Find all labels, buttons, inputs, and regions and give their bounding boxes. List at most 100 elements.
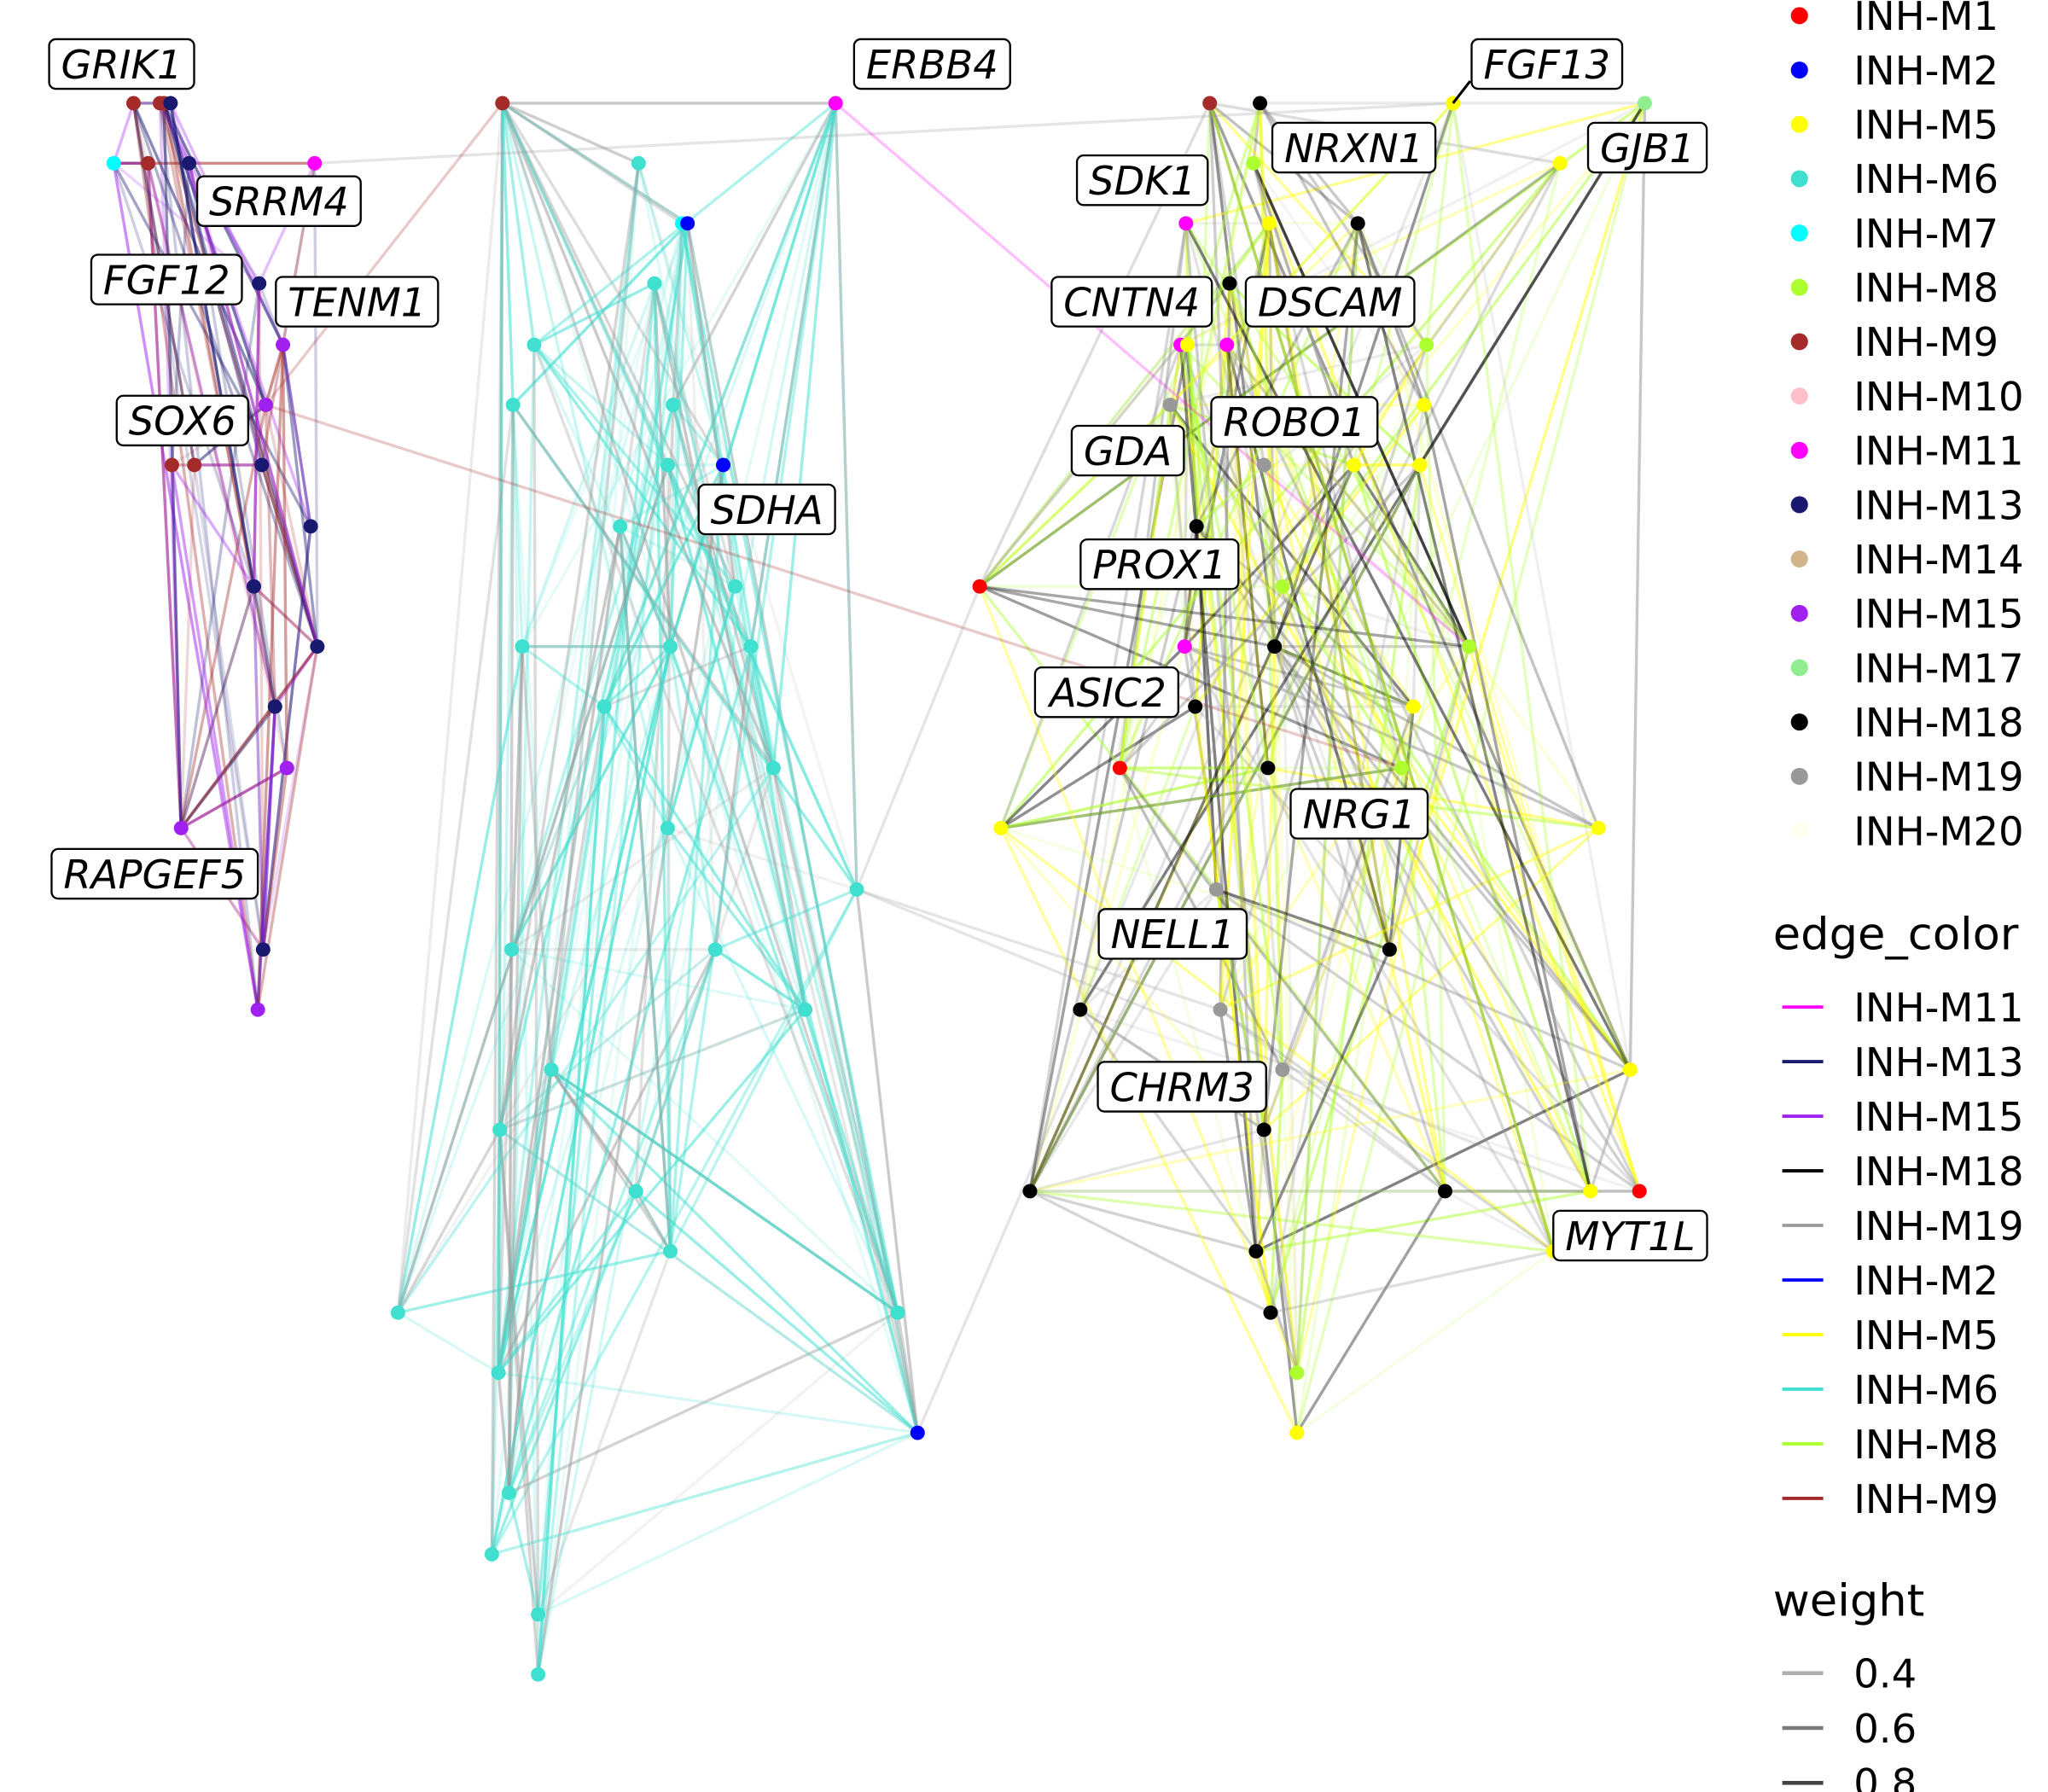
gene-node[interactable] (1289, 1365, 1305, 1381)
gene-node[interactable] (276, 337, 291, 352)
gene-node[interactable] (613, 519, 628, 534)
gene-node[interactable] (1583, 1184, 1598, 1199)
gene-node[interactable] (1461, 639, 1476, 655)
gene-node[interactable] (491, 1365, 506, 1381)
gene-node[interactable] (1260, 760, 1276, 776)
gene-node[interactable] (258, 398, 273, 412)
gene-node[interactable] (890, 1305, 905, 1320)
gene-node[interactable] (106, 155, 121, 171)
gene-node[interactable] (1208, 881, 1224, 897)
gene-node[interactable] (246, 579, 262, 594)
gene-node[interactable] (531, 1667, 546, 1682)
gene-node[interactable] (663, 639, 678, 655)
gene-node[interactable] (182, 155, 197, 171)
gene-node[interactable] (164, 457, 179, 473)
gene-node[interactable] (492, 1122, 508, 1137)
gene-node[interactable] (1177, 639, 1192, 655)
gene-node[interactable] (993, 820, 1009, 835)
gene-node[interactable] (596, 699, 612, 714)
gene-node[interactable] (310, 639, 325, 655)
gene-node[interactable] (252, 276, 267, 291)
gene-node[interactable] (798, 1002, 813, 1017)
gene-node[interactable] (1405, 699, 1421, 714)
gene-node[interactable] (307, 155, 323, 171)
gene-node[interactable] (1275, 1062, 1290, 1077)
gene-node[interactable] (1289, 1425, 1305, 1440)
gene-node[interactable] (504, 942, 520, 957)
gene-node[interactable] (1632, 1184, 1647, 1199)
gene-node[interactable] (279, 760, 294, 776)
gene-node[interactable] (1552, 155, 1568, 171)
gene-node[interactable] (303, 519, 318, 534)
gene-node[interactable] (1263, 1305, 1278, 1320)
gene-node[interactable] (1073, 1002, 1088, 1017)
gene-node[interactable] (765, 760, 781, 776)
gene-node[interactable] (727, 579, 742, 594)
gene-node[interactable] (141, 155, 156, 171)
gene-node[interactable] (1382, 942, 1397, 957)
gene-node[interactable] (515, 639, 530, 655)
gene-node[interactable] (125, 96, 142, 111)
gene-node[interactable] (1213, 1002, 1228, 1017)
gene-node[interactable] (743, 639, 759, 655)
gene-node[interactable] (715, 457, 731, 473)
gene-node[interactable] (828, 96, 843, 111)
gene-node[interactable] (163, 96, 178, 111)
gene-node[interactable] (1261, 216, 1277, 231)
gene-node[interactable] (1350, 216, 1365, 231)
gene-node[interactable] (660, 457, 675, 473)
gene-node[interactable] (1112, 760, 1127, 776)
gene-node[interactable] (1412, 457, 1428, 473)
network-edge (497, 1372, 511, 1493)
gene-node[interactable] (267, 699, 282, 714)
gene-node[interactable] (1222, 276, 1237, 291)
gene-node[interactable] (1253, 96, 1268, 111)
gene-node[interactable] (666, 398, 681, 412)
gene-node[interactable] (972, 579, 987, 594)
gene-node[interactable] (1179, 337, 1195, 352)
gene-node[interactable] (187, 457, 202, 473)
gene-node[interactable] (1267, 639, 1283, 655)
gene-node[interactable] (1622, 1062, 1638, 1077)
gene-node[interactable] (1246, 155, 1261, 171)
gene-node[interactable] (1189, 519, 1204, 534)
gene-node[interactable] (631, 155, 646, 171)
gene-node[interactable] (849, 881, 864, 897)
gene-node[interactable] (663, 1243, 678, 1259)
gene-node[interactable] (254, 457, 270, 473)
gene-node[interactable] (1202, 96, 1218, 111)
gene-node[interactable] (1248, 1243, 1264, 1259)
gene-node[interactable] (628, 1184, 643, 1199)
gene-node[interactable] (647, 276, 662, 291)
gene-node[interactable] (1437, 1184, 1453, 1199)
gene-node[interactable] (707, 942, 723, 957)
gene-node[interactable] (1637, 96, 1652, 111)
gene-node[interactable] (910, 1425, 925, 1440)
gene-node[interactable] (1347, 457, 1362, 473)
gene-node[interactable] (680, 216, 695, 231)
gene-node[interactable] (1393, 760, 1409, 776)
gene-node[interactable] (1188, 699, 1203, 714)
gene-node[interactable] (527, 337, 542, 352)
gene-node[interactable] (495, 96, 510, 111)
gene-node[interactable] (173, 820, 189, 835)
gene-node[interactable] (390, 1305, 405, 1320)
gene-node[interactable] (544, 1062, 559, 1077)
gene-node[interactable] (1256, 1122, 1271, 1137)
gene-node[interactable] (501, 1486, 517, 1500)
gene-node[interactable] (505, 398, 521, 412)
gene-node[interactable] (1162, 398, 1178, 412)
gene-node[interactable] (1417, 398, 1432, 412)
gene-node[interactable] (1219, 337, 1235, 352)
gene-node[interactable] (1419, 337, 1434, 352)
gene-node[interactable] (1275, 579, 1290, 594)
gene-node[interactable] (484, 1547, 499, 1562)
gene-node[interactable] (255, 942, 271, 957)
gene-node[interactable] (1178, 216, 1194, 231)
gene-node[interactable] (1591, 820, 1606, 835)
gene-node[interactable] (1256, 457, 1271, 473)
gene-node[interactable] (531, 1607, 546, 1622)
gene-node[interactable] (250, 1002, 265, 1017)
gene-node[interactable] (660, 820, 675, 835)
gene-node[interactable] (1022, 1184, 1038, 1199)
